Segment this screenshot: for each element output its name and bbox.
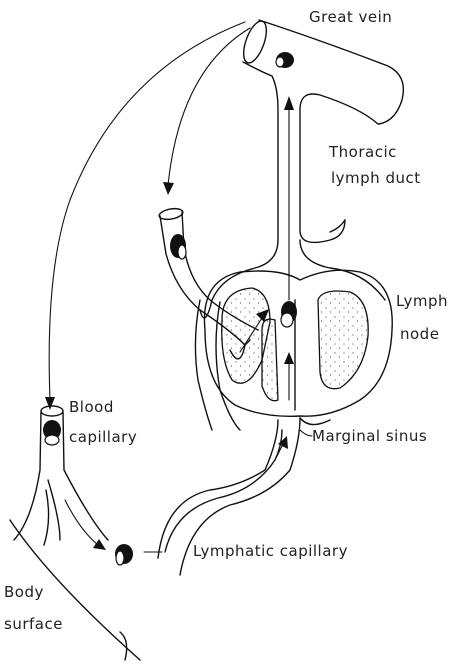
label-great-vein: Great vein [309, 8, 392, 26]
label-marginal-sinus: Marginal sinus [312, 427, 427, 445]
vein-to-capillary-arrow [45, 22, 245, 410]
marginal-sinus-leader [300, 430, 312, 436]
blood-capillary [14, 406, 108, 545]
vein-to-vessel-arrow [163, 28, 250, 195]
label-lymph-node-2: node [400, 325, 439, 343]
label-blood-capillary-1: Blood [69, 398, 114, 416]
label-lymphatic-capillary: Lymphatic capillary [193, 542, 348, 560]
capillary-cell [43, 420, 61, 445]
label-thoracic-2: lymph duct [331, 169, 421, 187]
vessel-cell [170, 234, 186, 259]
tissue-cell [115, 544, 133, 565]
vein-cell [276, 52, 294, 68]
great-vein [239, 18, 403, 242]
label-body-surface-1: Body [4, 583, 44, 601]
label-lymph-node-1: Lymph [396, 292, 448, 310]
label-body-surface-2: surface [4, 615, 63, 633]
label-thoracic-1: Thoracic [328, 143, 397, 161]
flow-arrow-up [284, 96, 294, 400]
label-blood-capillary-2: capillary [69, 428, 137, 446]
lymph-node [204, 270, 392, 416]
